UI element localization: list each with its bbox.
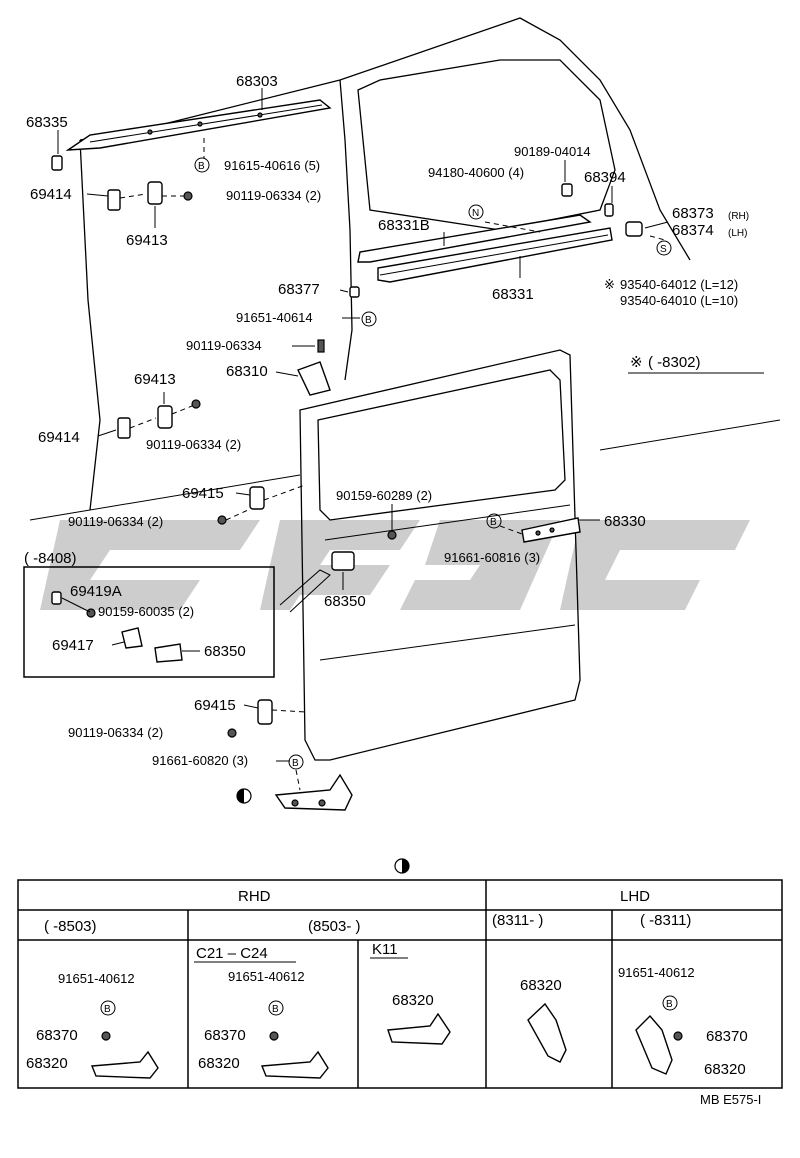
label-68374: 68374 [672, 222, 714, 239]
label-68331: 68331 [492, 286, 534, 303]
cell5-68370: 68370 [706, 1028, 748, 1045]
part-labels: 68303 68335 91615-40616 (5) 69414 90119-… [24, 73, 764, 768]
label-90159-60035: 90159-60035 (2) [98, 604, 194, 619]
upper-rail-68303 [65, 99, 332, 151]
label-68310: 68310 [226, 363, 268, 380]
cell1-68370: 68370 [36, 1027, 78, 1044]
footer-code: MB E575-I [700, 1092, 761, 1107]
cell2-bolt: 91651-40612 [228, 969, 305, 984]
label-69417: 69417 [52, 637, 94, 654]
inset-period: ( -8408) [24, 550, 77, 567]
table-col1-period: ( -8503) [44, 918, 97, 935]
label-90119-mid: 90119-06334 [186, 338, 262, 353]
cell2-68320: 68320 [198, 1055, 240, 1072]
label-69414-lower: 69414 [38, 429, 80, 446]
hinge-68330 [521, 517, 581, 543]
table-col2-period: (8503- ) [308, 918, 361, 935]
table-sub-c21: C21 – C24 [196, 945, 268, 962]
label-90189: 90189-04014 [514, 144, 591, 159]
cell5-bolt: 91651-40612 [618, 965, 695, 980]
label-68331b: 68331B [378, 217, 430, 234]
sliding-door [299, 349, 581, 761]
label-68377: 68377 [278, 281, 320, 298]
clip-90189 [561, 183, 573, 197]
table-sub-k11: K11 [372, 941, 398, 958]
cell5-68320: 68320 [704, 1061, 746, 1078]
cell5-symbol-b: B [666, 999, 673, 1010]
clip-68377 [349, 286, 360, 298]
cell1-symbol-b: B [104, 1004, 111, 1015]
label-91661-60816: 91661-60816 (3) [444, 550, 540, 565]
variant-table: RHD LHD ( -8503) (8503- ) (8311- ) ( -83… [17, 879, 783, 1089]
symbol-b-4: B [292, 758, 299, 769]
screw-icons [86, 191, 397, 738]
label-68350-door: 68350 [324, 593, 366, 610]
label-69413-upper: 69413 [126, 232, 168, 249]
symbol-b-2: B [365, 315, 372, 326]
symbol-s: S [660, 244, 667, 255]
label-91651-40614: 91651-40614 [236, 310, 313, 325]
guide-68350 [331, 551, 355, 571]
label-91661-60820: 91661-60820 (3) [152, 753, 248, 768]
label-69414-upper: 69414 [30, 186, 72, 203]
leader-lines [57, 88, 669, 791]
label-90159-60289: 90159-60289 (2) [336, 488, 432, 503]
stopper-68394 [604, 203, 614, 217]
table-col3-period: (8311- ) [492, 912, 543, 929]
label-68303: 68303 [236, 73, 278, 90]
roller-68310 [297, 339, 331, 396]
half-filled-circle-icon [394, 858, 410, 874]
vehicle-body-outline [29, 17, 781, 521]
circle-symbols: B N S B B B [194, 157, 672, 770]
cell1-bolt: 91651-40612 [58, 971, 135, 986]
label-93540-12: 93540-64012 (L=12) [620, 277, 738, 292]
cap-68335 [51, 155, 63, 171]
label-91615: 91615-40616 (5) [224, 158, 320, 173]
cell2-68370: 68370 [204, 1027, 246, 1044]
half-filled-circle-icon [236, 788, 252, 804]
label-68373-side: (RH) [728, 211, 749, 222]
label-68374-side: (LH) [728, 228, 747, 239]
label-68335: 68335 [26, 114, 68, 131]
cell1-68320: 68320 [26, 1055, 68, 1072]
cell2-symbol-b: B [272, 1004, 279, 1015]
cell3-68320: 68320 [392, 992, 434, 1009]
symbol-n: N [472, 208, 479, 219]
table-header-lhd: LHD [620, 888, 650, 905]
striker-69415-upper [249, 486, 265, 510]
label-68330: 68330 [604, 513, 646, 530]
label-93540-10: 93540-64010 (L=10) [620, 293, 738, 308]
label-69413-lower: 69413 [134, 371, 176, 388]
table-header-rhd: RHD [238, 888, 271, 905]
symbol-b-1: B [198, 161, 205, 172]
label-69415-lower: 69415 [194, 697, 236, 714]
asterisk-symbol: ※ [604, 277, 615, 292]
cover-68373 [625, 221, 643, 237]
bracket-69414-upper [107, 189, 121, 211]
lower-roller-68320 [274, 773, 353, 811]
label-90119-lower: 90119-06334 (2) [146, 437, 241, 452]
symbol-b-3: B [490, 517, 497, 528]
label-94180: 94180-40600 (4) [428, 165, 524, 180]
center-rail-68331 [357, 214, 613, 283]
label-68350-inset: 68350 [204, 643, 246, 660]
bracket-69413-lower [157, 405, 173, 429]
inset-box-8408 [23, 566, 331, 678]
label-68394: 68394 [584, 169, 626, 186]
table-col4-period: ( -8311) [640, 912, 691, 929]
label-90119-door: 90119-06334 (2) [68, 514, 163, 529]
bracket-69414-lower [117, 417, 131, 439]
label-90119-bottom: 90119-06334 (2) [68, 725, 163, 740]
striker-69415-lower [257, 699, 273, 725]
label-69415-upper: 69415 [182, 485, 224, 502]
asterisk-symbol-note: ※ [630, 354, 643, 371]
label-68373: 68373 [672, 205, 714, 222]
note-8302: ( -8302) [648, 354, 701, 371]
cell4-68320: 68320 [520, 977, 562, 994]
bracket-69413-upper [147, 181, 163, 205]
label-90119-upper: 90119-06334 (2) [226, 188, 321, 203]
label-69419a: 69419A [70, 583, 122, 600]
